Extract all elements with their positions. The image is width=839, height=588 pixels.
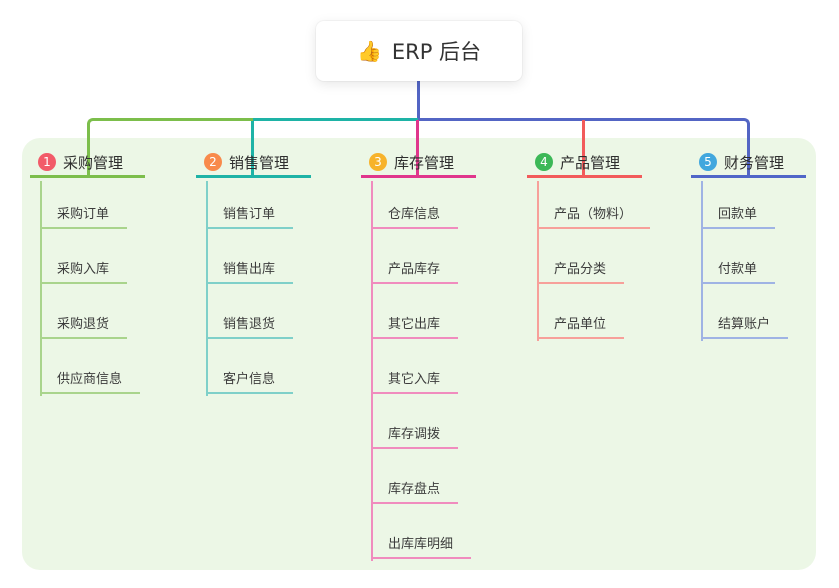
child-node[interactable]: 回款单 [701, 203, 776, 229]
root-node-label: ERP 后台 [391, 40, 482, 64]
branch-label: 产品管理 [560, 153, 621, 172]
child-node[interactable]: 产品库存 [371, 258, 459, 284]
child-node[interactable]: 采购入库 [40, 258, 128, 284]
branch-node-product[interactable]: 4 产品管理 [527, 149, 642, 178]
child-node[interactable]: 产品分类 [537, 258, 625, 284]
child-node[interactable]: 供应商信息 [40, 368, 141, 394]
connector-root-line [417, 81, 420, 121]
branch-spine [40, 181, 42, 396]
thumbs-up-icon: 👍 [356, 39, 382, 63]
branch-node-finance[interactable]: 5 财务管理 [691, 149, 806, 178]
child-node[interactable]: 销售退货 [206, 313, 294, 339]
child-node[interactable]: 结算账户 [701, 313, 789, 339]
branch-node-purchase[interactable]: 1 采购管理 [30, 149, 145, 178]
branch-spine [206, 181, 208, 396]
child-node[interactable]: 仓库信息 [371, 203, 459, 229]
child-node[interactable]: 出库库明细 [371, 533, 472, 559]
branch-node-inventory[interactable]: 3 库存管理 [361, 149, 476, 178]
branch-label: 销售管理 [229, 153, 290, 172]
branch-spine [701, 181, 703, 341]
branch-spine [537, 181, 539, 341]
child-node[interactable]: 采购退货 [40, 313, 128, 339]
child-node[interactable]: 销售出库 [206, 258, 294, 284]
child-node[interactable]: 付款单 [701, 258, 776, 284]
connector-drop-sales [251, 121, 254, 178]
root-node[interactable]: 👍 ERP 后台 [316, 21, 522, 81]
child-node[interactable]: 其它入库 [371, 368, 459, 394]
child-node[interactable]: 采购订单 [40, 203, 128, 229]
child-node[interactable]: 销售订单 [206, 203, 294, 229]
branch-label: 库存管理 [394, 153, 455, 172]
connector-bus-mid [253, 118, 418, 121]
connector-bus-left [87, 118, 254, 178]
child-node[interactable]: 产品（物料） [537, 203, 651, 229]
branch-node-sales[interactable]: 2 销售管理 [196, 149, 311, 178]
branch-badge-3: 3 [369, 153, 387, 171]
child-node[interactable]: 产品单位 [537, 313, 625, 339]
branch-label: 采购管理 [63, 153, 124, 172]
connector-drop-product [582, 120, 585, 178]
connector-drop-inventory [416, 120, 419, 178]
child-node[interactable]: 客户信息 [206, 368, 294, 394]
child-node[interactable]: 库存调拨 [371, 423, 459, 449]
branch-badge-4: 4 [535, 153, 553, 171]
branch-badge-5: 5 [699, 153, 717, 171]
mindmap-canvas [22, 138, 816, 570]
connector-bus-right [418, 118, 750, 178]
child-node[interactable]: 其它出库 [371, 313, 459, 339]
branch-label: 财务管理 [724, 153, 785, 172]
child-node[interactable]: 库存盘点 [371, 478, 459, 504]
branch-badge-1: 1 [38, 153, 56, 171]
branch-badge-2: 2 [204, 153, 222, 171]
branch-spine [371, 181, 373, 561]
